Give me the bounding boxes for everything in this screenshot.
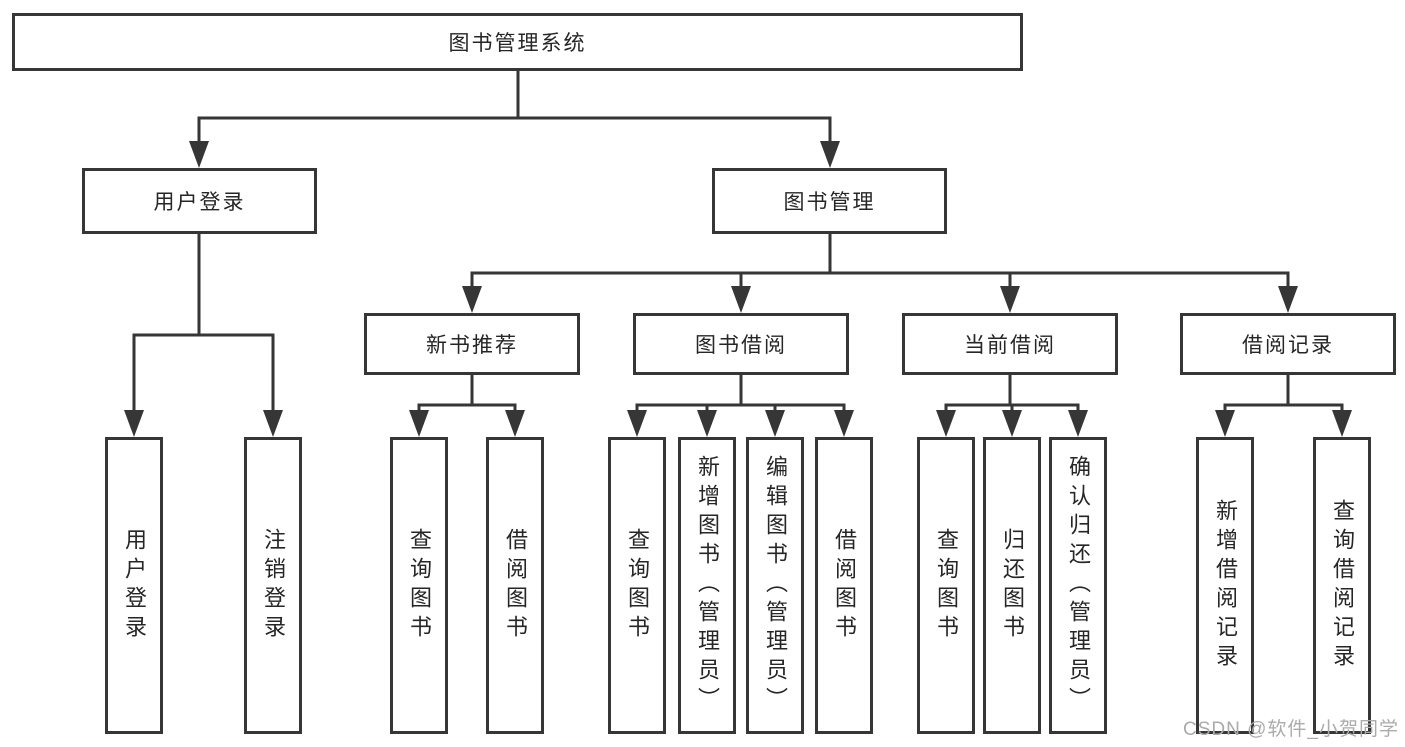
node-book-borrow-label: 图书借阅 xyxy=(695,334,787,357)
csdn-watermark: CSDN @软件_小贺同学 xyxy=(1183,719,1399,740)
leaf-recommend-query-books-label: 查询图书 xyxy=(407,527,432,644)
leaf-add-borrow-record: 新增借阅记录 xyxy=(1196,437,1254,734)
leaf-return-books: 归还图书 xyxy=(983,437,1041,734)
leaf-edit-books-admin: 编辑图书（管理员） xyxy=(746,437,804,734)
node-current-borrow: 当前借阅 xyxy=(902,313,1118,375)
node-book-management-label: 图书管理 xyxy=(783,191,876,214)
leaf-current-query-books: 查询图书 xyxy=(917,437,975,734)
leaf-return-books-label: 归还图书 xyxy=(1000,527,1025,644)
leaf-borrow-query-books-label: 查询图书 xyxy=(625,527,650,644)
node-borrow-record-label: 借阅记录 xyxy=(1242,334,1334,357)
leaf-recommend-query-books: 查询图书 xyxy=(390,437,448,734)
leaf-recommend-borrow-books: 借阅图书 xyxy=(486,437,544,734)
node-root: 图书管理系统 xyxy=(12,13,1023,71)
node-root-label: 图书管理系统 xyxy=(448,32,587,55)
leaf-user-login-label: 用户登录 xyxy=(122,527,147,644)
node-new-book-recommend: 新书推荐 xyxy=(364,313,580,375)
leaf-query-borrow-record-label: 查询借阅记录 xyxy=(1330,498,1355,673)
leaf-recommend-borrow-books-label: 借阅图书 xyxy=(503,527,528,644)
node-book-borrow: 图书借阅 xyxy=(633,313,849,375)
node-new-book-recommend-label: 新书推荐 xyxy=(426,334,518,357)
leaf-query-borrow-record: 查询借阅记录 xyxy=(1313,437,1371,734)
leaf-logout: 注销登录 xyxy=(244,437,302,734)
node-user-login: 用户登录 xyxy=(82,168,317,234)
leaf-logout-label: 注销登录 xyxy=(261,527,286,644)
leaf-confirm-return-admin: 确认归还（管理员） xyxy=(1049,437,1107,734)
leaf-borrow-books: 借阅图书 xyxy=(815,437,873,734)
leaf-add-books-admin: 新增图书（管理员） xyxy=(678,437,736,734)
node-current-borrow-label: 当前借阅 xyxy=(964,334,1056,357)
node-user-login-label: 用户登录 xyxy=(153,191,246,214)
leaf-add-borrow-record-label: 新增借阅记录 xyxy=(1213,498,1238,673)
leaf-confirm-return-admin-label: 确认归还（管理员） xyxy=(1066,455,1091,716)
leaf-add-books-admin-label: 新增图书（管理员） xyxy=(695,455,720,716)
leaf-current-query-books-label: 查询图书 xyxy=(934,527,959,644)
leaf-borrow-books-label: 借阅图书 xyxy=(832,527,857,644)
node-borrow-record: 借阅记录 xyxy=(1180,313,1396,375)
leaf-borrow-query-books: 查询图书 xyxy=(608,437,666,734)
leaf-edit-books-admin-label: 编辑图书（管理员） xyxy=(763,455,788,716)
leaf-user-login: 用户登录 xyxy=(105,437,163,734)
node-book-management: 图书管理 xyxy=(712,168,947,234)
